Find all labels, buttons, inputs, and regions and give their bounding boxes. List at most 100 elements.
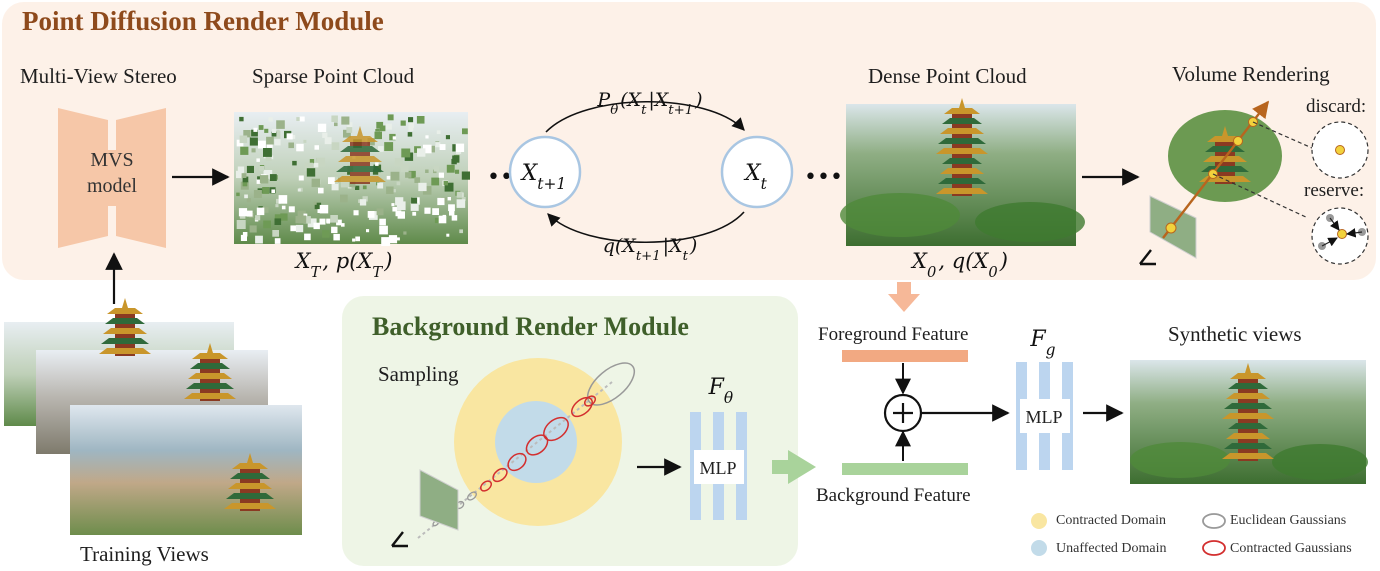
- sparse-point: [349, 181, 356, 188]
- sparse-point: [280, 213, 288, 221]
- volume-rendering-label: Volume Rendering: [1172, 62, 1330, 86]
- sparse-point: [451, 215, 458, 221]
- sampling-label: Sampling: [378, 362, 459, 386]
- sparse-point: [444, 182, 454, 192]
- sparse-point: [347, 122, 353, 128]
- sparse-point: [296, 143, 304, 152]
- mvs-model-block: [58, 108, 166, 248]
- sparse-point: [249, 225, 257, 233]
- sparse-point: [392, 189, 396, 193]
- sparse-point: [276, 198, 281, 204]
- sparse-point-cloud-image: [234, 112, 470, 246]
- sparse-point: [431, 177, 440, 186]
- sparse-point: [452, 155, 460, 163]
- dense-point-cloud-image: [840, 98, 1085, 246]
- sparse-point: [347, 171, 351, 175]
- sparse-point: [259, 175, 269, 184]
- node-x-t-plus-1-label: Xt+1: [520, 161, 569, 193]
- sparse-point: [269, 174, 277, 181]
- arrow-mlp-to-background: [772, 450, 816, 484]
- sparse-point: [379, 125, 386, 132]
- sparse-point: [456, 199, 466, 208]
- training-views-stack: [4, 298, 302, 535]
- sparse-point: [319, 218, 326, 225]
- sparse-point: [249, 137, 258, 146]
- sparse-point: [298, 215, 307, 224]
- sparse-point: [375, 129, 380, 134]
- sparse-point: [352, 238, 356, 242]
- sparse-point: [462, 128, 468, 135]
- mlp-f-g: [1016, 362, 1073, 470]
- legend-euclidean-gaussians-label: Euclidean Gaussians: [1230, 513, 1347, 528]
- sparse-point: [353, 210, 359, 216]
- sparse-point: [377, 146, 384, 152]
- sparse-point: [256, 179, 261, 184]
- gaussian-ray: [417, 362, 636, 539]
- sparse-point: [271, 131, 277, 137]
- sparse-point: [456, 191, 463, 198]
- sparse-point: [297, 210, 306, 219]
- sparse-point: [271, 189, 275, 193]
- sparse-point: [459, 229, 463, 234]
- sparse-point: [375, 162, 379, 166]
- sparse-point: [359, 199, 367, 206]
- dense-math-label: X0 , q(X0 ): [910, 249, 1008, 281]
- sparse-point: [424, 207, 431, 214]
- sparse-point: [242, 232, 248, 237]
- sparse-point: [442, 214, 446, 219]
- point-diffusion-panel: [2, 2, 1376, 280]
- arrow-forward-diffusion: [545, 100, 745, 133]
- sparse-point: [314, 145, 319, 150]
- sparse-point: [422, 186, 432, 195]
- legend-contracted-gaussians-swatch: [1202, 540, 1226, 556]
- sparse-point: [241, 173, 247, 178]
- dense-cloud-label: Dense Point Cloud: [868, 64, 1027, 88]
- foreground-feature-bar: [842, 350, 968, 362]
- discard-label: discard:: [1306, 96, 1367, 117]
- sparse-point: [362, 196, 368, 202]
- sparse-point: [386, 175, 391, 180]
- sparse-point: [343, 129, 351, 138]
- sparse-point: [253, 190, 262, 198]
- sparse-point: [328, 177, 335, 184]
- sparse-point: [239, 135, 248, 144]
- sparse-point: [263, 220, 271, 229]
- sparse-point: [418, 182, 427, 192]
- sparse-point: [395, 210, 402, 217]
- sparse-point: [455, 143, 465, 152]
- sparse-point: [433, 166, 440, 172]
- sparse-point: [384, 142, 394, 151]
- sparse-point: [436, 130, 441, 134]
- sparse-point: [434, 217, 441, 224]
- legend-unaffected-domain-label: Unaffected Domain: [1056, 541, 1167, 556]
- sparse-point: [461, 171, 470, 180]
- sparse-point: [432, 208, 439, 215]
- sparse-point: [240, 234, 247, 241]
- sparse-point: [299, 187, 303, 192]
- sparse-point: [396, 181, 401, 186]
- sparse-point: [372, 169, 379, 175]
- sparse-point: [255, 235, 263, 244]
- sparse-point: [278, 195, 288, 204]
- node-x-t-plus-1: [508, 135, 582, 209]
- sparse-point: [400, 164, 409, 173]
- sparse-point: [311, 178, 320, 188]
- sparse-point: [435, 142, 441, 148]
- sparse-point: [290, 225, 297, 232]
- sparse-point: [316, 157, 326, 167]
- sparse-point: [408, 126, 414, 131]
- sparse-point: [262, 187, 270, 194]
- sparse-point: [243, 130, 251, 138]
- sparse-point: [395, 197, 404, 206]
- arrow-dense-to-foreground: [888, 282, 920, 312]
- sparse-point: [366, 229, 370, 233]
- sparse-point: [292, 160, 297, 166]
- legend-contracted-domain-label: Contracted Domain: [1056, 513, 1167, 528]
- sparse-point: [324, 137, 332, 145]
- mvs-model-line2: model: [87, 175, 137, 197]
- legend-contracted-domain-swatch: [1031, 513, 1047, 529]
- sparse-point: [336, 219, 342, 226]
- legend-contracted-gaussians-label: Contracted Gaussians: [1230, 541, 1352, 556]
- sparse-point: [322, 230, 330, 238]
